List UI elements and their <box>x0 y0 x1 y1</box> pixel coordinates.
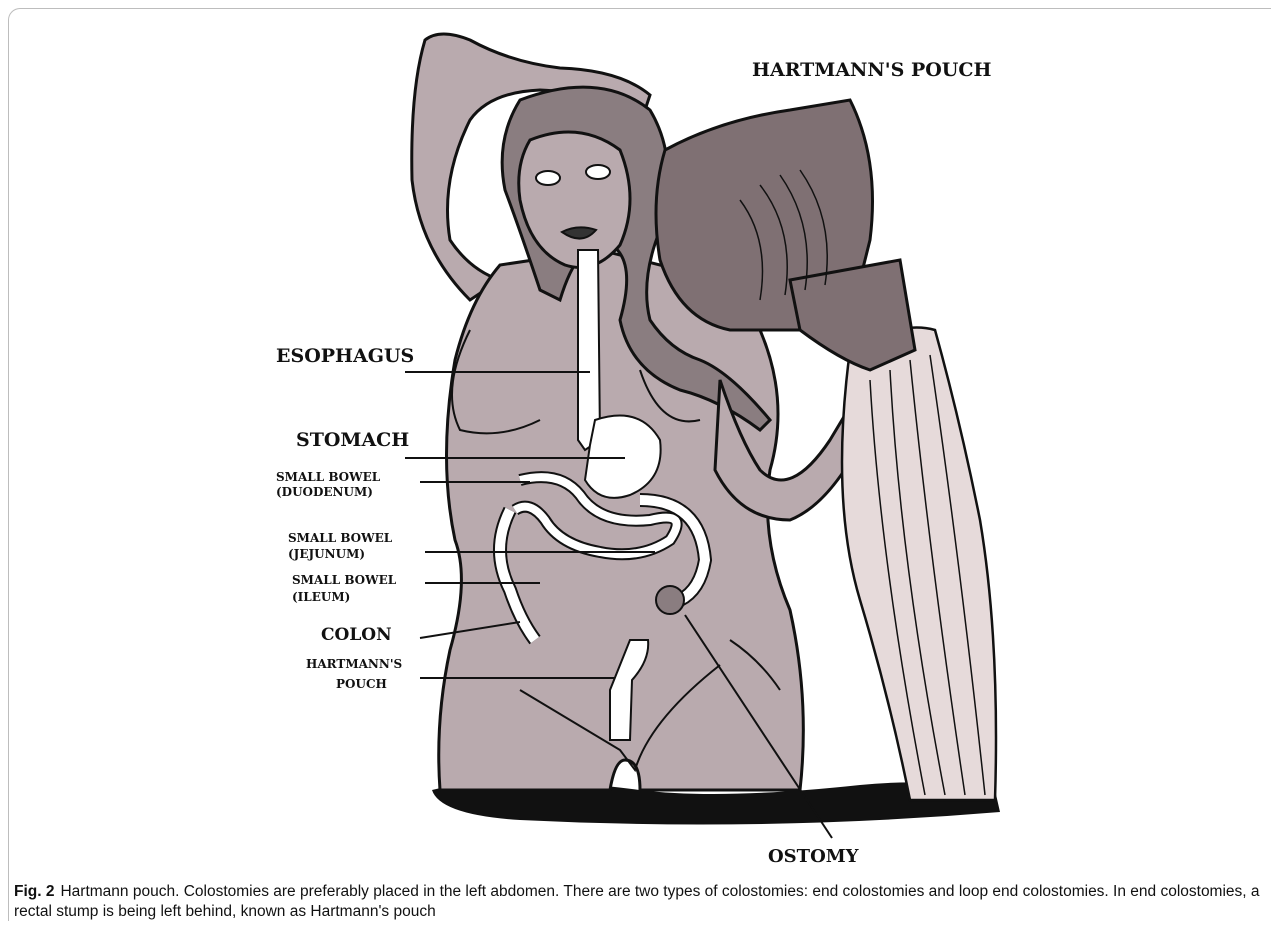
hartmann-pouch-illustration: HARTMANN'S POUCH ESOPHAGUS STOMACH SMALL… <box>0 0 1285 880</box>
water-stream <box>842 328 996 801</box>
label-ostomy: OSTOMY <box>768 846 860 867</box>
label-pouch-line2: POUCH <box>336 677 387 691</box>
label-ileum-line2: (ILEUM) <box>292 590 350 604</box>
figure-title: HARTMANN'S POUCH <box>752 59 991 81</box>
label-duodenum-line1: SMALL BOWEL <box>276 470 381 484</box>
figure-number: Fig. 2 <box>14 883 54 900</box>
label-stomach: STOMACH <box>296 429 409 451</box>
label-esophagus: ESOPHAGUS <box>276 345 414 367</box>
label-ileum-line1: SMALL BOWEL <box>292 573 397 587</box>
label-colon: COLON <box>321 625 392 645</box>
caption-text: Hartmann pouch. Colostomies are preferab… <box>14 883 1260 920</box>
label-duodenum-line2: (DUODENUM) <box>276 485 373 499</box>
ostomy-stoma <box>656 586 684 614</box>
label-pouch-line1: HARTMANN'S <box>306 657 402 671</box>
label-jejunum-line1: SMALL BOWEL <box>288 531 393 545</box>
label-jejunum-line2: (JEJUNUM) <box>288 547 365 561</box>
jug-neck <box>790 260 915 370</box>
